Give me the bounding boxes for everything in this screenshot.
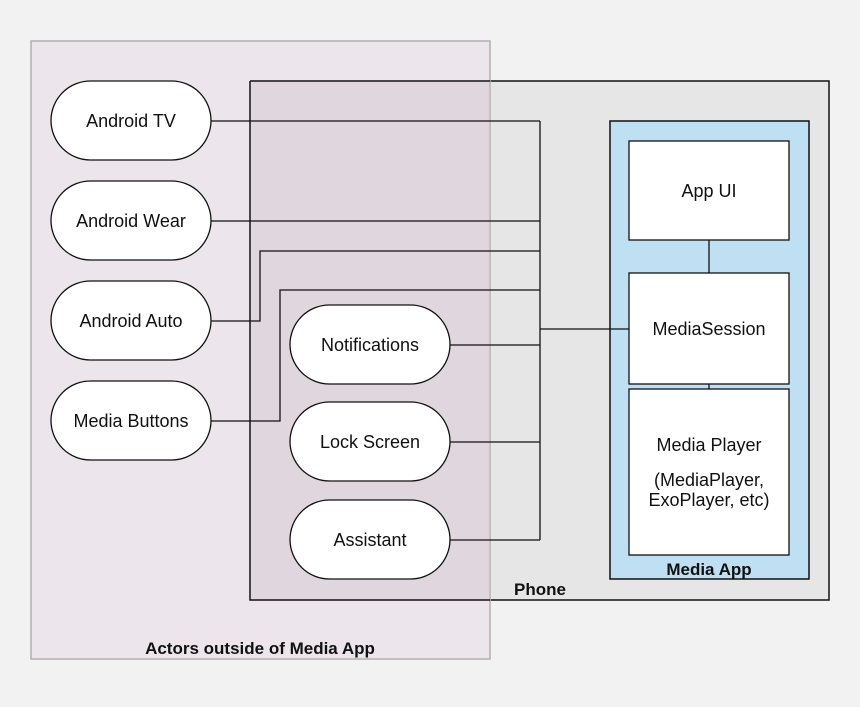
actor-assistant: Assistant	[289, 499, 451, 580]
media-player-box: Media Player (MediaPlayer, ExoPlayer, et…	[628, 388, 790, 556]
line-media-buttons	[211, 289, 540, 422]
actor-notifications: Notifications	[289, 304, 451, 385]
app-ui-label: App UI	[681, 181, 736, 201]
actor-media-buttons: Media Buttons	[50, 380, 212, 461]
actor-android-tv-label: Android TV	[86, 111, 176, 131]
media-player-title: Media Player	[656, 435, 761, 455]
media-player-subtitle-1: (MediaPlayer,	[654, 470, 764, 490]
connector-lines	[211, 120, 710, 541]
actor-lock-screen: Lock Screen	[289, 401, 451, 482]
actor-lock-screen-label: Lock Screen	[320, 432, 420, 452]
actor-android-wear: Android Wear	[50, 180, 212, 261]
actor-android-wear-label: Android Wear	[76, 211, 186, 231]
phone-border-overlay	[249, 80, 490, 601]
actor-android-auto: Android Auto	[50, 280, 212, 361]
media-player-subtitle-2: ExoPlayer, etc)	[648, 490, 769, 510]
media-session-box: MediaSession	[628, 272, 790, 385]
media-session-label: MediaSession	[652, 319, 765, 339]
actor-notifications-label: Notifications	[321, 335, 419, 355]
actor-media-buttons-label: Media Buttons	[73, 411, 188, 431]
media-app-label: Media App	[666, 560, 751, 579]
actors-label: Actors outside of Media App	[145, 639, 375, 658]
app-ui-box: App UI	[628, 140, 790, 241]
line-android-auto	[211, 250, 540, 322]
actor-android-tv: Android TV	[50, 80, 212, 161]
actor-android-auto-label: Android Auto	[79, 311, 182, 331]
phone-label: Phone	[514, 580, 566, 599]
actor-assistant-label: Assistant	[333, 530, 406, 550]
